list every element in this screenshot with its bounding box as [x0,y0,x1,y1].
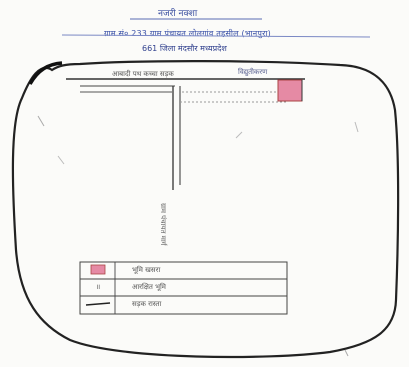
header-line-2: 661 जिला मंदसौर मध्यप्रदेश [142,44,227,53]
road-label: आबादी पथ कच्चा सड़क [112,70,174,78]
legend-text-parcel: भूमि खसरा [132,266,161,274]
header-title: नजरी नक्शा [158,9,198,19]
parcel-label: विद्युतीकरण [238,68,268,76]
header-line-1: ग्राम सं० 233 ग्राम पंचायत लोलगांव तहसील… [104,29,271,38]
parcel-marker [277,79,303,102]
boundary-corner [28,61,63,85]
legend-text-reserved: आरक्षित भूमि [132,283,166,291]
legend-text-road: सड़क रास्ता [132,300,162,308]
header-separator [61,34,371,38]
legend-table [79,261,288,315]
legend-symbol-parcel [90,264,106,275]
pencil-mark [57,155,65,165]
legend-symbol-road [85,302,111,306]
pencil-mark [354,121,359,133]
legend-numeral: ॥ [96,283,101,291]
pencil-mark [235,131,243,139]
pencil-mark [37,115,45,127]
pencil-mark [344,349,349,357]
vertical-road-label: ग्राम पंचायत मार्ग [159,203,167,246]
map-boundary [11,60,400,359]
